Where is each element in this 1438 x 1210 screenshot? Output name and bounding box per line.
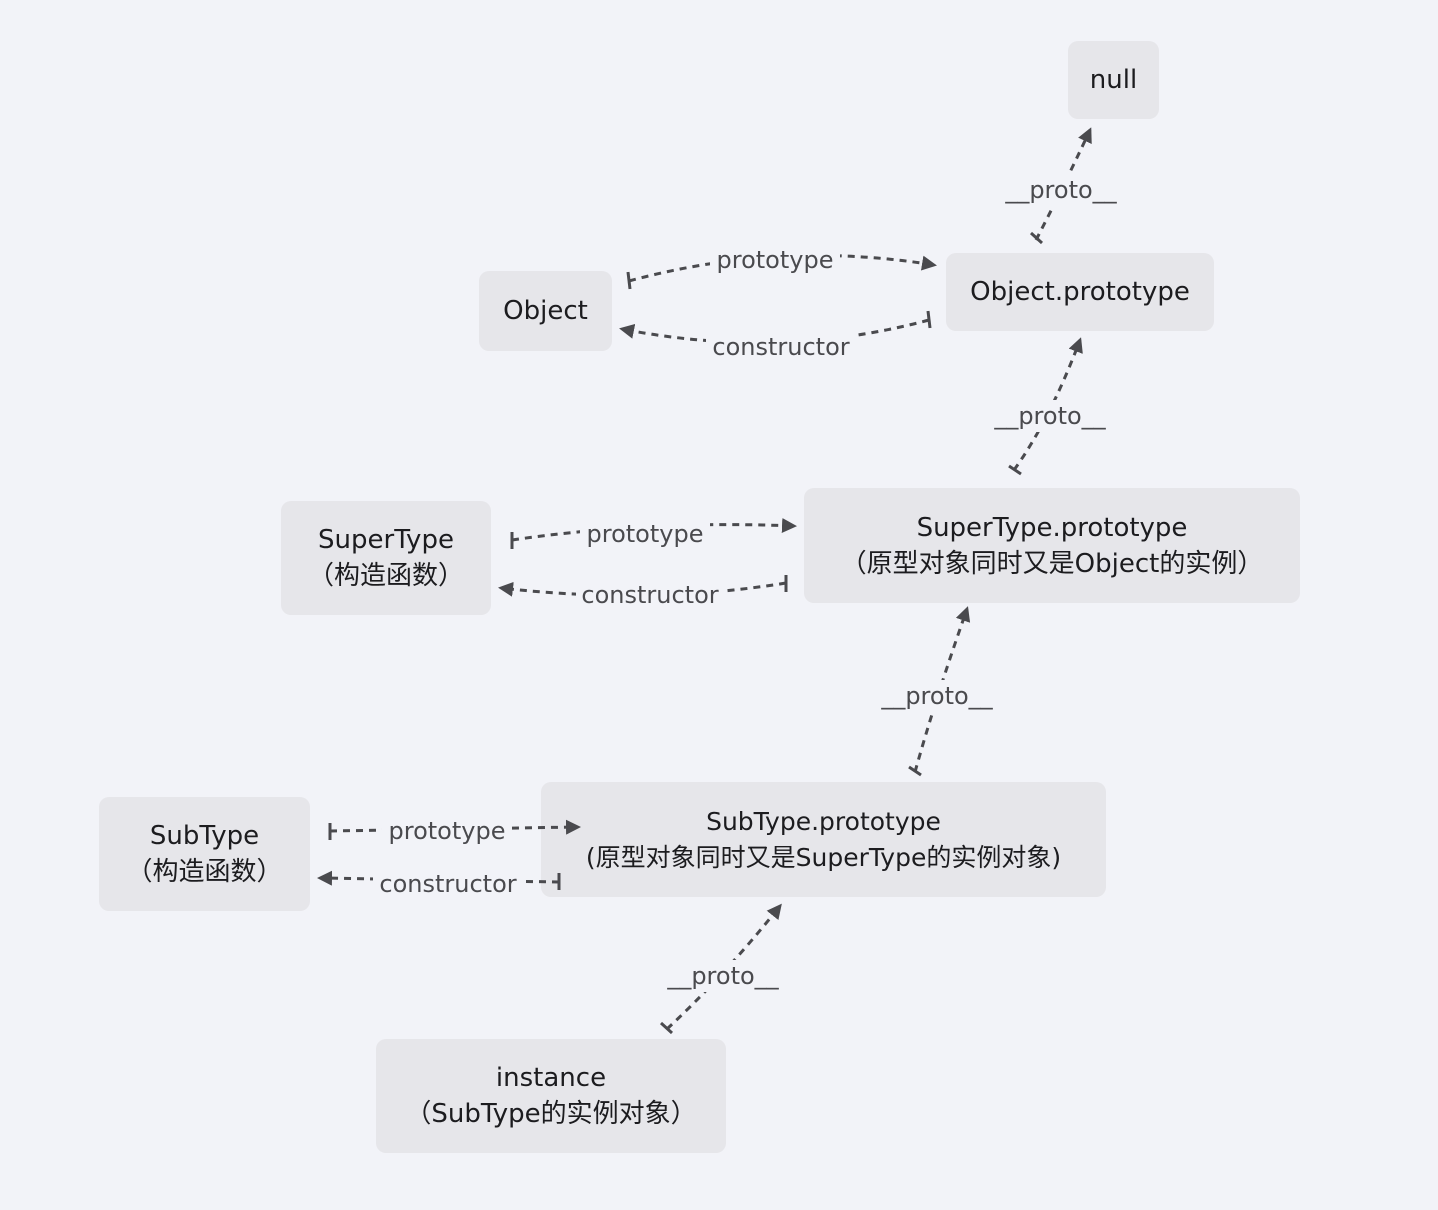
node-instance: instance （SubType的实例对象） [376, 1039, 726, 1153]
node-subtype-prototype: SubType.prototype (原型对象同时又是SuperType的实例对… [541, 782, 1106, 897]
edge-object-constructor-label: constructor [712, 333, 849, 361]
edge-object-constructor: constructor [619, 310, 932, 362]
node-supertype: SuperType （构造函数） [281, 501, 491, 615]
node-object-prototype: Object.prototype [946, 253, 1214, 331]
node-supertype-title: SuperType [318, 525, 454, 555]
node-supertype-prototype-subtitle: （原型对象同时又是Object的实例） [840, 548, 1264, 579]
node-null-label: null [1089, 65, 1138, 95]
node-supertype-prototype: SuperType.prototype （原型对象同时又是Object的实例） [804, 488, 1300, 603]
node-supertype-prototype-title: SuperType.prototype [916, 512, 1188, 543]
node-null: null [1068, 41, 1159, 119]
edge-object-prototype-label: prototype [717, 246, 834, 274]
edge-super-constructor: constructor [498, 575, 788, 611]
edge-super-prototype-label: prototype [587, 520, 704, 548]
node-object-label: Object [503, 296, 588, 326]
edge-sub-prototype: prototype [328, 814, 581, 846]
edge-object-prototype: prototype [626, 243, 937, 290]
edge-proto-objproto-null-label: __proto__ [1004, 176, 1117, 204]
node-instance-subtitle: （SubType的实例对象） [405, 1099, 697, 1129]
node-subtype-prototype-subtitle: (原型对象同时又是SuperType的实例对象) [585, 842, 1062, 872]
edge-proto-superproto-objproto-label: __proto__ [993, 402, 1106, 430]
edge-proto-superproto-objproto: __proto__ [985, 337, 1115, 476]
edge-sub-constructor-label: constructor [379, 870, 516, 898]
node-supertype-subtitle: （构造函数） [307, 561, 464, 591]
edge-super-prototype: prototype [510, 517, 797, 549]
edge-sub-constructor: constructor [317, 867, 561, 899]
edge-proto-subproto-superproto-label: __proto__ [880, 682, 993, 710]
edge-super-constructor-label: constructor [581, 581, 718, 609]
node-subtype: SubType （构造函数） [99, 797, 310, 911]
node-instance-title: instance [495, 1063, 607, 1093]
node-subtype-title: SubType [149, 821, 260, 851]
node-object-prototype-label: Object.prototype [970, 277, 1190, 307]
node-subtype-prototype-title: SubType.prototype [706, 806, 941, 836]
edge-proto-instance-subproto-label: __proto__ [666, 962, 779, 990]
edge-sub-prototype-label: prototype [389, 817, 506, 845]
node-subtype-subtitle: （构造函数） [126, 857, 283, 887]
edge-proto-instance-subproto: __proto__ [658, 903, 788, 1035]
edge-proto-objproto-null: __proto__ [996, 127, 1126, 245]
edge-proto-subproto-superproto: __proto__ [872, 606, 1002, 777]
node-object: Object [479, 271, 612, 351]
